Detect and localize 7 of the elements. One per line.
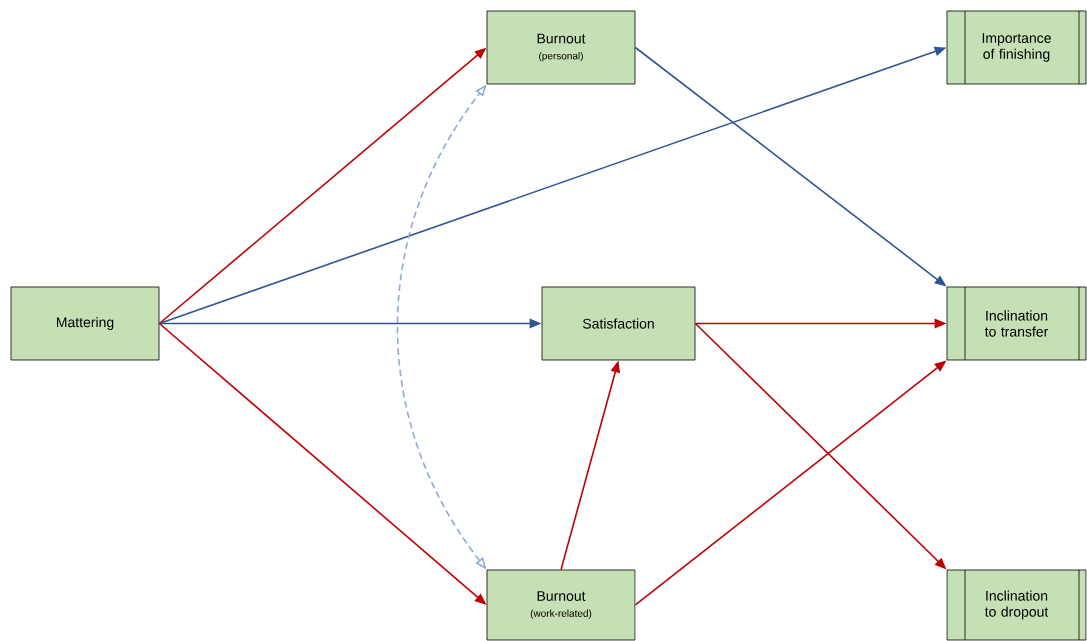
box: Mattering <box>10 286 160 361</box>
box: Burnout (work-related) <box>486 569 636 641</box>
process-box: Inclination to transfer <box>946 286 1087 361</box>
box: Satisfaction <box>541 286 696 361</box>
box: Burnout (personal) <box>486 10 636 85</box>
process-box: Importance of finishing <box>946 10 1087 85</box>
process-box: Inclination to dropout <box>946 569 1087 641</box>
